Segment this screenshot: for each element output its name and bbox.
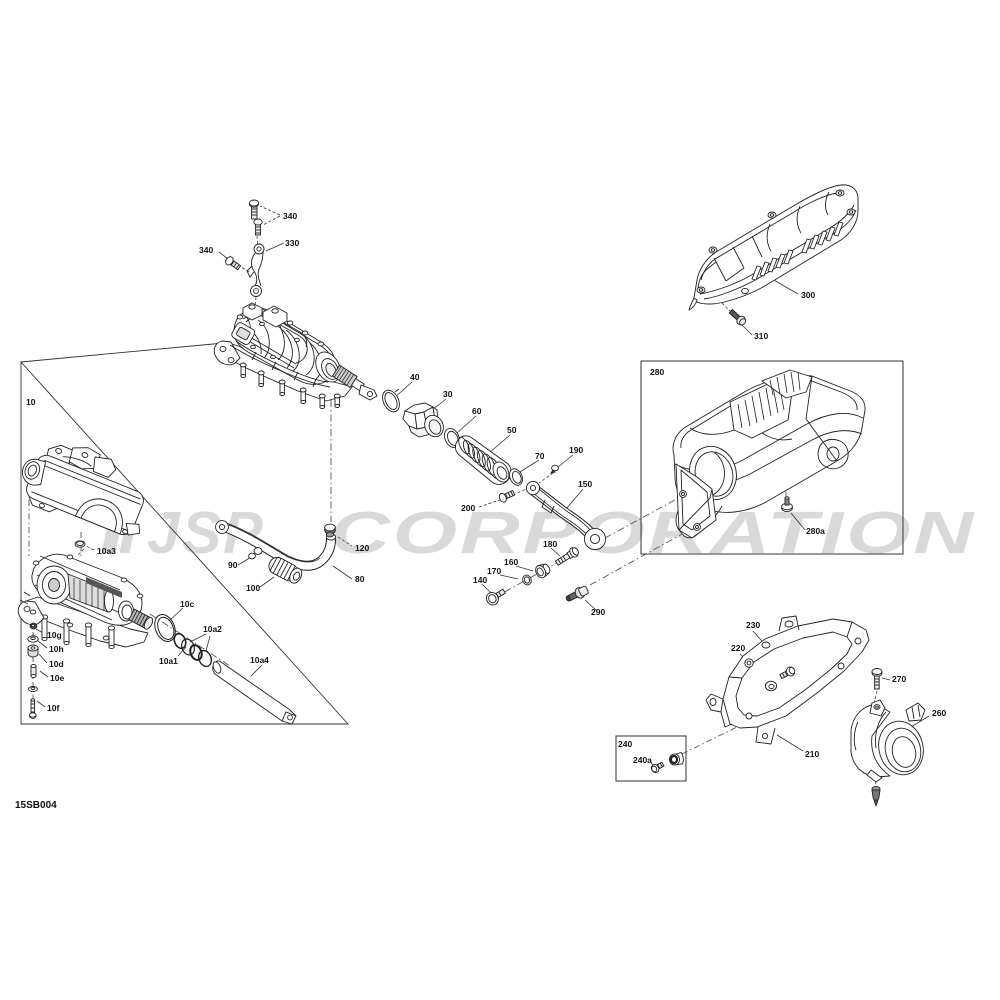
svg-text:40: 40 [410,372,420,382]
svg-text:CORPORATION: CORPORATION [330,500,976,566]
svg-text:310: 310 [754,331,768,341]
svg-text:160: 160 [504,557,518,567]
svg-text:200: 200 [461,503,475,513]
svg-text:10h: 10h [49,644,64,654]
svg-text:15SB004: 15SB004 [15,800,57,811]
svg-text:300: 300 [801,290,815,300]
svg-text:10a4: 10a4 [250,655,269,665]
svg-text:80: 80 [355,574,365,584]
svg-text:100: 100 [246,583,260,593]
svg-text:170: 170 [487,566,501,576]
svg-text:180: 180 [543,539,557,549]
svg-text:60: 60 [472,406,482,416]
svg-text:10f: 10f [47,703,59,713]
svg-text:270: 270 [892,674,906,684]
svg-text:140: 140 [473,575,487,585]
svg-text:30: 30 [443,389,453,399]
svg-text:10d: 10d [49,659,64,669]
svg-text:10g: 10g [47,630,62,640]
svg-text:260: 260 [932,708,946,718]
svg-text:10a2: 10a2 [203,624,222,634]
svg-text:220: 220 [731,643,745,653]
svg-text:10: 10 [26,397,36,407]
svg-text:90: 90 [228,560,238,570]
svg-text:10a3: 10a3 [97,546,116,556]
svg-text:150: 150 [578,479,592,489]
svg-text:50: 50 [507,425,517,435]
svg-text:120: 120 [355,543,369,553]
svg-text:280: 280 [650,367,664,377]
svg-text:70: 70 [535,451,545,461]
svg-text:340: 340 [199,245,213,255]
svg-text:330: 330 [285,238,299,248]
svg-text:240a: 240a [633,755,652,765]
svg-text:280a: 280a [806,526,825,536]
svg-text:240: 240 [618,739,632,749]
svg-text:210: 210 [805,749,819,759]
svg-text:230: 230 [746,620,760,630]
svg-text:10e: 10e [50,673,64,683]
svg-text:290: 290 [591,607,605,617]
svg-text:340: 340 [283,211,297,221]
svg-text:190: 190 [569,445,583,455]
svg-text:10c: 10c [180,599,194,609]
svg-text:10a1: 10a1 [159,656,178,666]
